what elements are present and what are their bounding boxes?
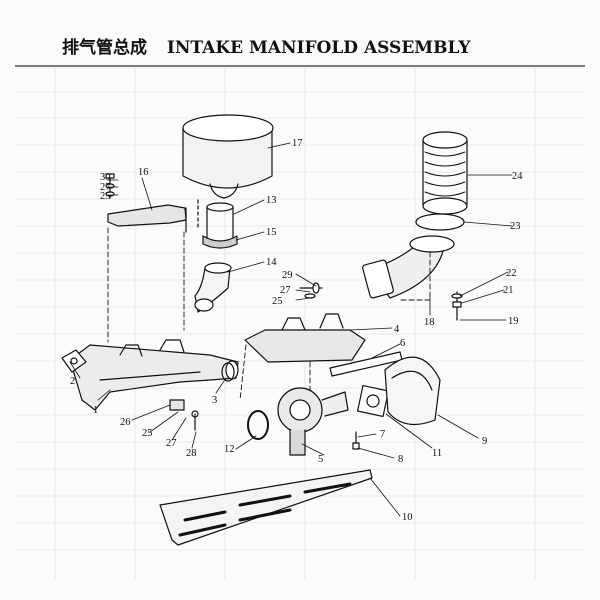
part-label-24: 24 xyxy=(512,171,523,182)
title-chinese: 排气管总成 xyxy=(62,38,147,58)
part-label-19: 19 xyxy=(508,316,519,327)
square-gasket-part xyxy=(356,384,390,418)
part-label-2: 2 xyxy=(70,376,75,387)
bolt-set-middle xyxy=(299,282,323,299)
upper-manifold-part xyxy=(244,313,366,363)
part-label-30: 30 xyxy=(100,172,111,183)
page-title: 排气管总成 INTAKE MANIFOLD ASSEMBLY xyxy=(62,33,470,58)
part-label-25a: 25 xyxy=(100,191,111,202)
part-label-25b: 25 xyxy=(272,296,283,307)
leader-lines xyxy=(69,142,513,517)
part-label-6: 6 xyxy=(400,338,405,349)
part-label-10: 10 xyxy=(402,512,413,523)
parts-drawing xyxy=(61,114,513,546)
part-number-labels: 1 2 3 4 5 6 7 8 9 10 11 12 13 14 15 16 1… xyxy=(70,138,523,523)
bellows-part xyxy=(422,131,468,215)
part-label-27a: 27 xyxy=(100,182,111,193)
stud-parts xyxy=(352,431,360,450)
part-label-23: 23 xyxy=(510,221,521,232)
part-label-29: 29 xyxy=(282,270,293,281)
part-label-1: 1 xyxy=(93,405,98,416)
part-label-12: 12 xyxy=(224,444,235,455)
turbocharger-part xyxy=(277,387,349,456)
part-label-17: 17 xyxy=(292,138,303,149)
elbow-hose-part xyxy=(194,262,232,313)
long-guard-part xyxy=(159,469,373,546)
part-label-15: 15 xyxy=(266,227,277,238)
heat-shield-part xyxy=(384,356,441,426)
part-label-3: 3 xyxy=(212,395,217,406)
part-label-18: 18 xyxy=(424,317,435,328)
part-label-16: 16 xyxy=(138,167,149,178)
part-label-5: 5 xyxy=(318,454,323,465)
part-label-27c: 27 xyxy=(166,438,177,449)
clamp-ring-part xyxy=(247,410,269,440)
flange-part xyxy=(415,213,465,231)
part-label-4: 4 xyxy=(394,324,400,335)
part-label-13: 13 xyxy=(266,195,277,206)
part-label-7: 7 xyxy=(380,429,385,440)
title-english: INTAKE MANIFOLD ASSEMBLY xyxy=(166,38,471,58)
part-label-25c: 25 xyxy=(142,428,153,439)
intake-pipe-part xyxy=(197,199,238,249)
part-label-14: 14 xyxy=(266,257,277,268)
gasket-part xyxy=(61,349,87,373)
part-label-21: 21 xyxy=(503,285,514,296)
fitting-set-left xyxy=(169,399,199,431)
part-label-22: 22 xyxy=(506,268,517,279)
air-cleaner-part xyxy=(182,114,274,199)
exhaust-elbow-part xyxy=(362,235,455,299)
part-label-26: 26 xyxy=(120,417,131,428)
part-label-11: 11 xyxy=(432,448,442,459)
part-label-9: 9 xyxy=(482,436,487,447)
o-ring-part xyxy=(221,362,235,382)
bolt-set-right xyxy=(451,291,463,321)
part-label-27b: 27 xyxy=(280,285,291,296)
part-label-8: 8 xyxy=(398,454,403,465)
bracket-part xyxy=(107,204,187,233)
part-label-28: 28 xyxy=(186,448,197,459)
